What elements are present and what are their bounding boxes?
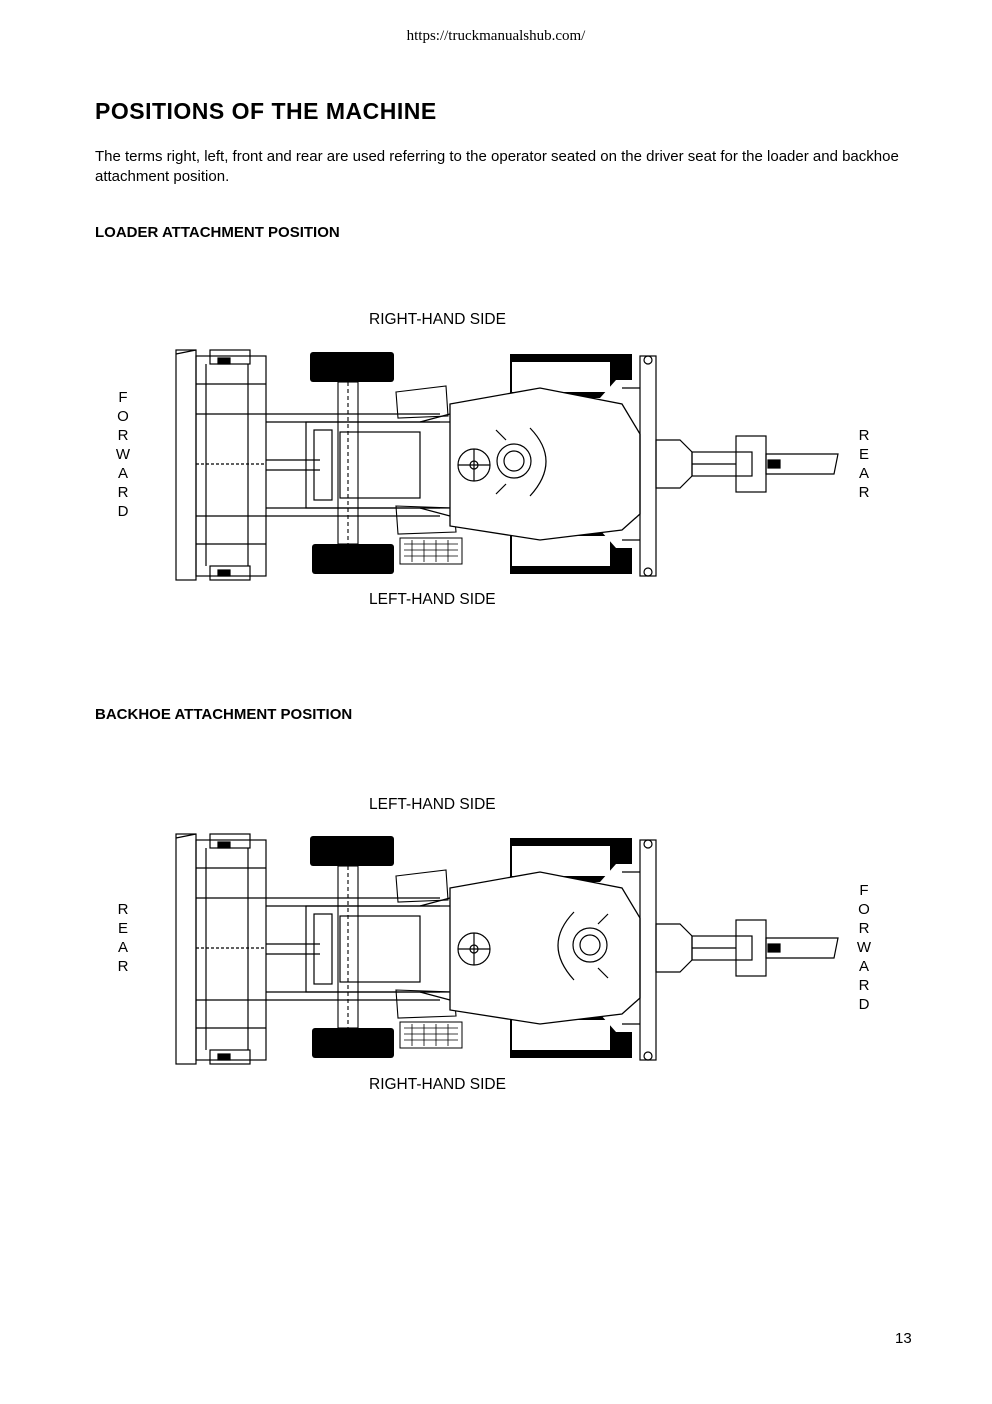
- step-tread: [399, 537, 463, 565]
- tread-pattern: [404, 540, 458, 562]
- direction-letter: F: [859, 882, 869, 899]
- rear-wheel-left-cutout: [512, 536, 610, 566]
- operator-cab: [449, 387, 641, 541]
- direction-letter: F: [118, 389, 128, 406]
- direction-letter: R: [117, 958, 129, 975]
- direction-letter: A: [117, 939, 128, 956]
- direction-letter: E: [117, 920, 128, 937]
- direction-letter: R: [117, 427, 129, 444]
- loader-top-side-label: RIGHT-HAND SIDE: [369, 311, 506, 328]
- engine-hood: [305, 413, 457, 517]
- direction-letter: W: [115, 446, 131, 463]
- direction-letter: O: [117, 408, 129, 425]
- front-axle: [337, 381, 359, 545]
- direction-letter: R: [858, 484, 870, 501]
- direction-letter: E: [858, 446, 869, 463]
- loader-bottom-side-label: LEFT-HAND SIDE: [369, 591, 496, 608]
- front-wheel-right: [310, 352, 394, 382]
- loader-bucket: [175, 833, 267, 1065]
- direction-letter: O: [858, 901, 870, 918]
- front-wheel-top: [310, 836, 394, 866]
- front-axle: [337, 865, 359, 1029]
- page-title: POSITIONS OF THE MACHINE: [95, 98, 437, 124]
- steering-wheel-icon: [457, 932, 491, 966]
- direction-letter: R: [858, 427, 870, 444]
- direction-letter: R: [858, 977, 870, 994]
- steering-wheel-icon: [457, 448, 491, 482]
- step-tread: [399, 1021, 463, 1049]
- operator-cab: [449, 871, 641, 1025]
- direction-letter: R: [117, 484, 129, 501]
- rear-wheel-right-cutout: [512, 362, 610, 392]
- rear-wheel-bottom-cutout: [512, 1020, 610, 1050]
- front-wheel-bottom: [312, 1028, 394, 1058]
- loader-arms: [266, 413, 440, 517]
- direction-letter: R: [858, 920, 870, 937]
- loader-bucket: [175, 349, 267, 581]
- machine-top-view: [175, 349, 839, 581]
- loader-position-diagram: [175, 349, 839, 581]
- direction-letter: R: [117, 901, 129, 918]
- backhoe-position-diagram: [175, 833, 839, 1065]
- direction-letter: D: [117, 503, 129, 520]
- engine-hood: [305, 897, 457, 1001]
- backhoe-boom: [655, 919, 839, 977]
- site-url: https://truckmanualshub.com/: [406, 28, 586, 44]
- page-number: 13: [895, 1330, 912, 1347]
- steps: [395, 385, 457, 535]
- direction-letter: A: [117, 465, 128, 482]
- backhoe-boom: [655, 435, 839, 493]
- backhoe-section-heading: BACKHOE ATTACHMENT POSITION: [95, 706, 353, 723]
- direction-letter: A: [858, 958, 869, 975]
- direction-letter: D: [858, 996, 870, 1013]
- direction-letter: W: [856, 939, 872, 956]
- loader-arms: [266, 897, 440, 1001]
- direction-letter: A: [858, 465, 869, 482]
- backhoe-bottom-side-label: RIGHT-HAND SIDE: [369, 1076, 506, 1093]
- operator-seat-icon: [495, 427, 547, 497]
- backhoe-top-side-label: LEFT-HAND SIDE: [369, 796, 496, 813]
- intro-paragraph: The terms right, left, front and rear ar…: [95, 148, 899, 185]
- rear-wheel-top-cutout: [512, 846, 610, 876]
- loader-section-heading: LOADER ATTACHMENT POSITION: [95, 224, 340, 241]
- operator-seat-rotated-icon: [557, 911, 609, 981]
- steps: [395, 869, 457, 1019]
- machine-top-view: [175, 833, 839, 1065]
- tread-pattern: [404, 1024, 458, 1046]
- front-wheel-left: [312, 544, 394, 574]
